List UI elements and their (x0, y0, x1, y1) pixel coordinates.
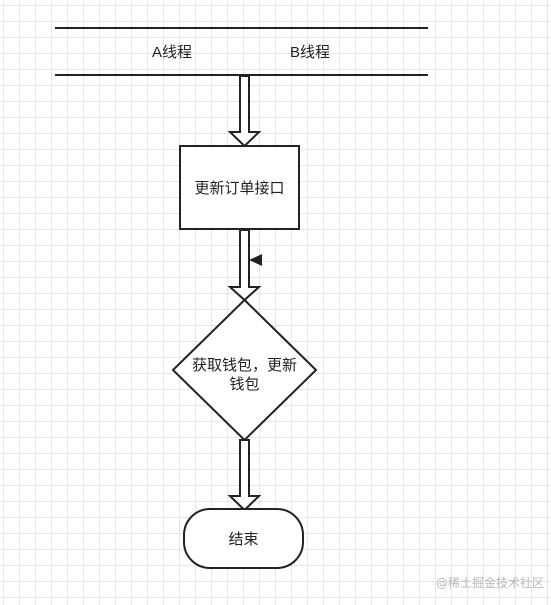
small-arrowhead-marker (249, 254, 262, 266)
decision-label-line1: 获取钱包，更新 (192, 357, 297, 374)
decision-label-line2: 钱包 (229, 376, 259, 393)
lane-label-b: B线程 (290, 44, 330, 61)
arrow-decision-to-terminal (227, 439, 262, 512)
process-box (179, 145, 300, 230)
watermark-text: @稀土掘金技术社区 (436, 575, 544, 590)
lane-label-a: A线程 (152, 44, 192, 61)
arrow-process-to-decision (227, 229, 262, 302)
process-box-label: 更新订单接口 (194, 180, 284, 197)
terminal-label: 结束 (228, 531, 258, 548)
terminal-shape (183, 508, 304, 569)
arrow-lane-to-process (227, 75, 262, 148)
